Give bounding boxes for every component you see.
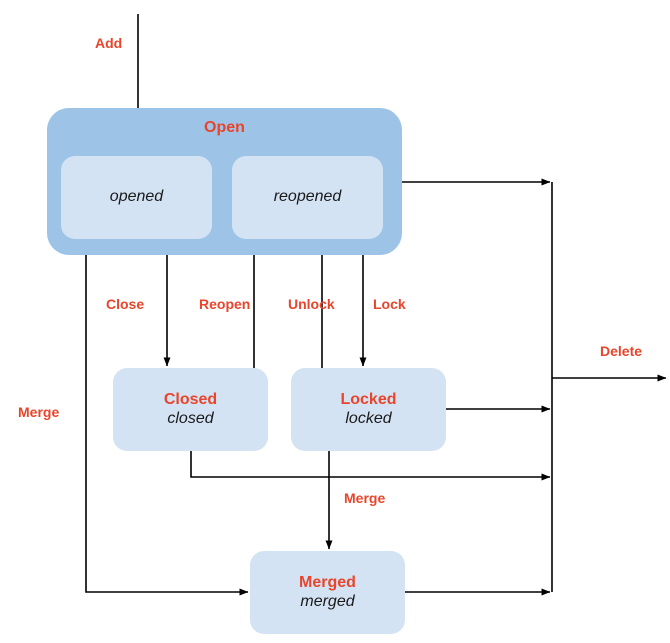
edge-label-close: Close [106, 296, 145, 312]
edge-label-add: Add [95, 35, 123, 51]
state-reopened[interactable]: reopened [232, 156, 383, 239]
state-opened-label: opened [109, 188, 164, 206]
edge-label-merge-locked: Merge [344, 490, 386, 506]
edge-label-lock: Lock [373, 296, 406, 312]
edge-merge-open [85, 255, 249, 596]
state-closed-subtitle: closed [167, 409, 214, 427]
edge-label-delete: Delete [600, 343, 643, 359]
state-locked-title: Locked [340, 390, 397, 408]
state-opened[interactable]: opened [61, 156, 212, 239]
state-closed-title: Closed [163, 390, 218, 408]
state-locked[interactable]: Locked locked [291, 368, 446, 451]
edge-label-reopen: Reopen [199, 296, 251, 312]
state-reopened-label: reopened [273, 188, 342, 206]
state-merged-subtitle: merged [300, 592, 355, 610]
state-closed[interactable]: Closed closed [113, 368, 268, 451]
state-merged-title: Merged [299, 573, 356, 591]
state-locked-subtitle: locked [345, 409, 392, 427]
edge-label-merge-open: Merge [18, 404, 60, 420]
state-merged[interactable]: Merged merged [250, 551, 405, 634]
edge-closed-to-bus [190, 451, 551, 481]
edge-label-unlock: Unlock [288, 296, 335, 312]
state-open-title: Open [204, 119, 245, 136]
